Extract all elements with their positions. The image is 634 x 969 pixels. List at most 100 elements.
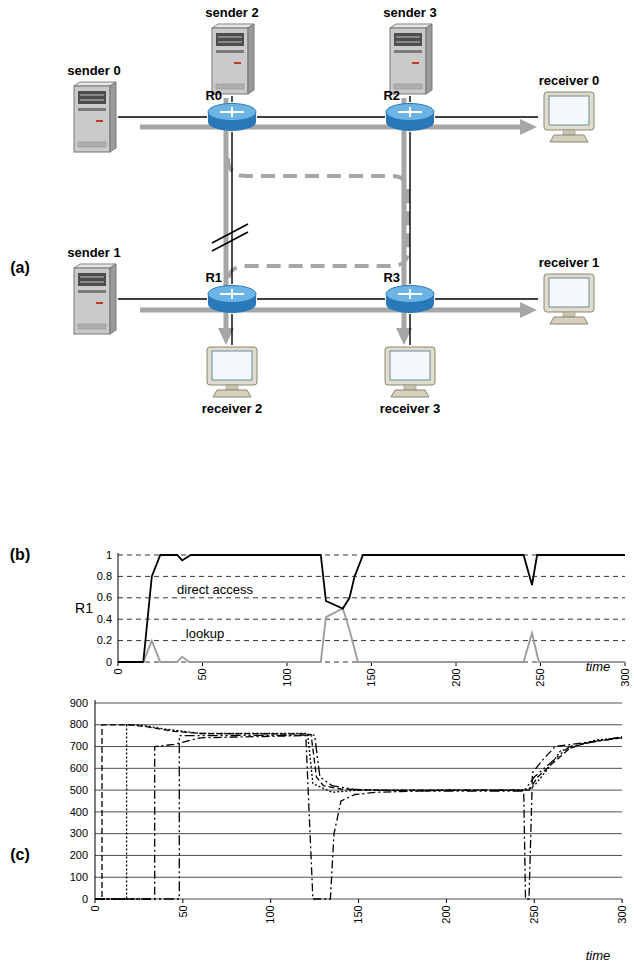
- tick-mark: [358, 899, 359, 903]
- series-label: lookup: [186, 627, 224, 642]
- graphic-part: [74, 264, 116, 268]
- tick-label: 300: [70, 827, 88, 840]
- graphic-part: [78, 142, 106, 147]
- graphic-part: [404, 385, 416, 390]
- graphic-part: [398, 289, 422, 299]
- tick-label: 150: [365, 668, 378, 686]
- arrowhead: [520, 302, 537, 318]
- tick-label: 100: [264, 905, 277, 923]
- server-icon: [386, 22, 434, 96]
- router-node: R3: [385, 284, 435, 314]
- tick-label: 600: [70, 762, 88, 775]
- graphic-part: [110, 264, 116, 334]
- sender-node: sender 0: [70, 80, 118, 154]
- graphic-part: [218, 41, 242, 43]
- tick-label: 0.6: [97, 591, 112, 604]
- tick-mark: [622, 899, 623, 903]
- tick-label: 0.4: [97, 613, 112, 626]
- grid-line: [95, 855, 622, 856]
- graphic-part: [544, 274, 594, 312]
- link-line: [257, 116, 385, 117]
- monitor-icon: [538, 272, 600, 326]
- router-icon: [207, 284, 257, 314]
- graphic-part: [216, 33, 244, 46]
- link-break-mark: [212, 224, 248, 251]
- graphic-part: [80, 276, 104, 278]
- graphic-part: [80, 99, 104, 101]
- graphic-part: [391, 390, 429, 397]
- series-line: [95, 735, 622, 899]
- link-line: [231, 96, 232, 102]
- link-line: [409, 132, 410, 284]
- series-line: [95, 725, 622, 899]
- tick-label: 400: [70, 806, 88, 819]
- lookup-line: [118, 609, 625, 663]
- flow-arrows: [140, 98, 522, 330]
- tick-label: 0: [89, 905, 102, 911]
- tick-label: 250: [528, 905, 541, 923]
- graphic-part: [74, 86, 110, 152]
- graphic-part: [544, 92, 594, 130]
- graphic-part: [394, 33, 422, 46]
- axis-title: time: [586, 949, 611, 964]
- graphic-part: [110, 82, 116, 152]
- graphic-part: [78, 91, 106, 104]
- graphic-part: [220, 107, 244, 117]
- graphic-part: [550, 317, 588, 324]
- tick-label: 150: [352, 905, 365, 923]
- graphic-part: [248, 24, 254, 94]
- tick-label: 0: [112, 668, 125, 674]
- direct-access-line: [118, 555, 625, 662]
- graphic-part: [80, 281, 104, 283]
- chart-b: [118, 553, 625, 666]
- tick-label: 100: [281, 668, 294, 686]
- node-label: receiver 3: [380, 401, 441, 416]
- grid-line: [95, 877, 622, 878]
- graphic-part: [234, 62, 241, 64]
- graphic-part: [212, 28, 248, 94]
- receiver-node: receiver 3: [379, 345, 441, 399]
- graphic-part: [96, 302, 103, 304]
- node-label: sender 2: [205, 5, 258, 20]
- graphic-part: [96, 120, 103, 122]
- axis-line: [118, 553, 119, 662]
- graphic-part: [396, 41, 420, 43]
- monitor-icon: [538, 90, 600, 144]
- tick-label: 900: [70, 697, 88, 710]
- node-label: R3: [383, 270, 400, 285]
- series-line: [95, 736, 622, 899]
- break-stroke: [212, 232, 248, 251]
- graphic-part: [426, 24, 432, 94]
- server-icon: [70, 80, 118, 154]
- graphic-part: [563, 312, 575, 317]
- tick-label: 100: [70, 871, 88, 884]
- router-node: R1: [207, 284, 257, 314]
- monitor-icon: [379, 345, 441, 399]
- link-line: [118, 298, 207, 299]
- flow-arrow: [140, 125, 522, 130]
- chart-c: [95, 700, 622, 903]
- router-icon: [207, 102, 257, 132]
- graphic-part: [394, 50, 422, 53]
- sender-node: sender 1: [70, 262, 118, 336]
- grid-line: [118, 619, 625, 620]
- series-label: direct access: [177, 583, 253, 598]
- tick-label: 300: [619, 668, 632, 686]
- link-line: [435, 116, 538, 117]
- tick-label: 500: [70, 784, 88, 797]
- node-label: receiver 2: [202, 401, 263, 416]
- graphic-part: [220, 289, 244, 299]
- graphic-part: [549, 278, 589, 307]
- node-label: receiver 0: [539, 73, 600, 88]
- series-line: [95, 725, 622, 899]
- graphic-part: [549, 96, 589, 125]
- tick-label: 50: [196, 668, 209, 680]
- graphic-part: [386, 104, 434, 121]
- tick-mark: [270, 899, 271, 903]
- graphic-part: [78, 324, 106, 329]
- router-node: R2: [385, 102, 435, 132]
- panel-label: (a): [10, 259, 30, 277]
- graphic-part: [74, 268, 110, 334]
- tick-mark: [534, 899, 535, 903]
